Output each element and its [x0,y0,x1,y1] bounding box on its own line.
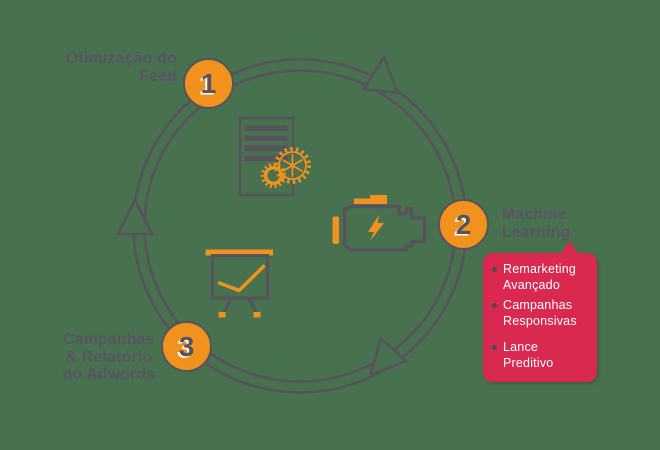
step-2-label-line2: Learning [502,223,571,241]
arrow-bottom-icon [368,335,409,378]
step-3-label-line3: no Adwords [62,366,156,383]
callout-item-text: Lance Preditivo [503,340,554,370]
step-1-label: Otimização do Feed [66,50,177,85]
bullet-icon [492,345,497,350]
step-1-label-line2: Feed [139,67,177,85]
lightning-icon [368,215,384,241]
machine-learning-callout: Remarketing Avançado Campanhas Responsiv… [483,253,597,382]
arrow-left-icon [115,197,155,236]
step-2-label: Machine Learning [502,206,571,241]
step-1-badge: 1 [183,58,234,109]
step-3-label-line2: & Relatório [65,348,153,366]
callout-item: Campanhas Responsivas [492,298,591,329]
callout-item: Remarketing Avançado [492,262,591,293]
arrow-top-icon [361,54,400,95]
bullet-icon [492,303,497,308]
callout-item-text: Remarketing Avançado [503,262,577,292]
document-gears-icon [238,116,311,197]
presentation-chart-icon [205,249,273,318]
bullet-icon [492,267,497,272]
step-3-label: Campanhas & Relatório no Adwords [57,331,161,384]
callout-item: Lance Preditivo [492,340,591,371]
callout-pointer [561,241,579,254]
step-1-label-line1: Otimização do [65,50,177,67]
step-2-label-line1: Machine [502,206,567,223]
step-2-badge: 2 [438,199,489,250]
step-3-badge: 3 [161,321,212,372]
callout-item-text: Campanhas Responsivas [503,298,577,328]
step-3-label-line1: Campanhas [63,331,155,348]
engine-icon [332,195,427,252]
